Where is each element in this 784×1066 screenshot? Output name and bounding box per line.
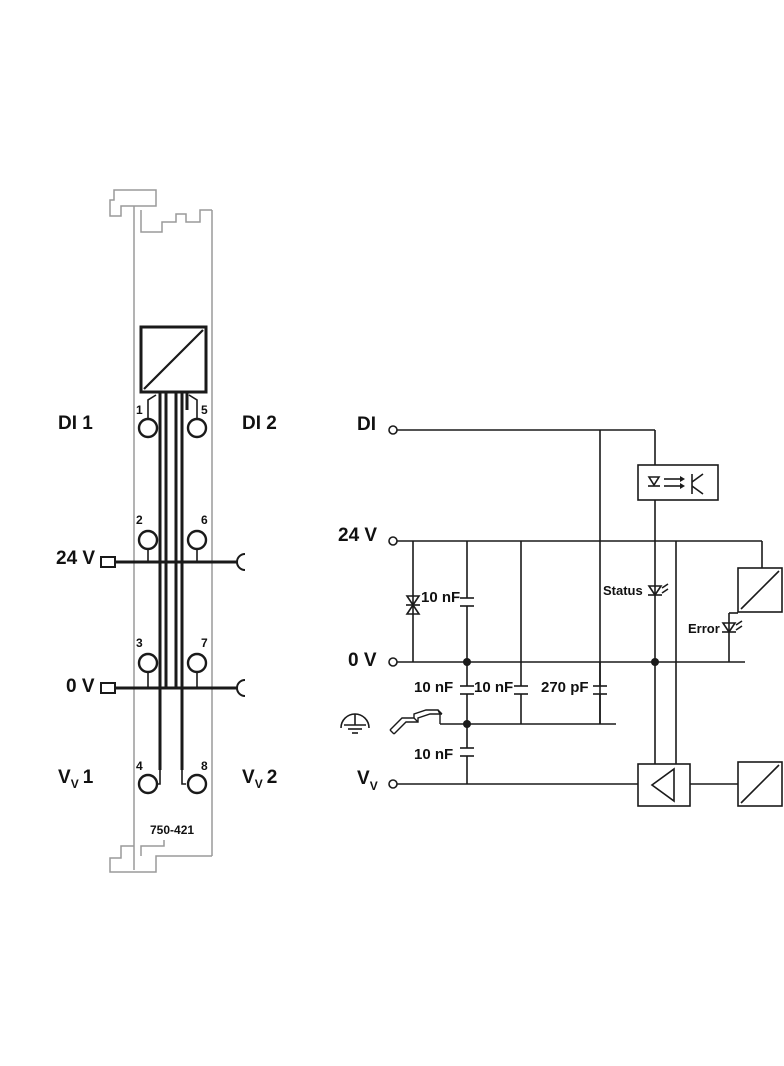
capacitors (460, 597, 607, 757)
capacitor-10nf-vv (460, 747, 474, 757)
module-terminals (100, 417, 246, 795)
label-c-vv: 10 nF (414, 746, 453, 763)
power-contact-0v-left (100, 682, 116, 694)
pin-label-6: 6 (201, 513, 208, 527)
terminal-3 (137, 652, 159, 674)
terminal-5 (186, 417, 208, 439)
pin-label-8: 8 (201, 759, 208, 773)
schematic-label-24v: 24 V (338, 525, 377, 546)
capacitor-10nf-24v (460, 597, 474, 607)
pin-label-3: 3 (136, 636, 143, 650)
input-terminal-vv (388, 779, 398, 789)
din-rail-icon (389, 709, 443, 735)
terminal-2 (137, 529, 159, 551)
suppressor-diode-icon (405, 595, 421, 615)
pin-label-4: 4 (136, 759, 143, 773)
schematic-label-di: DI (357, 414, 376, 435)
label-0v-left: 0 V (66, 676, 95, 697)
power-contact-24v-left (100, 556, 116, 568)
pin-label-1: 1 (136, 403, 143, 417)
module-pin-numbers: 1 5 2 6 3 7 4 8 (136, 403, 208, 773)
terminal-4 (137, 773, 159, 795)
capacitor-270pf (593, 662, 607, 695)
power-contact-0v-right (236, 679, 246, 697)
pin-label-5: 5 (201, 403, 208, 417)
input-terminal-di (388, 425, 398, 435)
amplifier-block-icon (637, 763, 691, 807)
label-di2: DI 2 (242, 413, 277, 434)
part-number: 750-421 (150, 823, 194, 837)
module-internal-wires (115, 392, 238, 785)
capacitor-10nf-0v-2 (514, 685, 528, 695)
schematic-label-vv: VV (357, 768, 378, 793)
error-led-icon (721, 620, 743, 634)
schematic-converter-top (737, 567, 783, 613)
terminal-6 (186, 529, 208, 551)
pin-label-2: 2 (136, 513, 143, 527)
junction-dots (463, 658, 659, 728)
module-converter-block (139, 325, 208, 394)
label-error-led: Error (688, 621, 720, 636)
power-contact-24v-right (236, 553, 246, 571)
label-24v-left: 24 V (56, 548, 95, 569)
optocoupler-icon (637, 464, 719, 501)
input-terminal-24v (388, 536, 398, 546)
input-terminal-0v (388, 657, 398, 667)
schematic-labels: DI 24 V 0 V VV 10 nF 10 nF 10 nF 270 pF … (338, 414, 720, 793)
schematic-label-0v: 0 V (348, 650, 377, 671)
schematic-converter-bottom (737, 761, 783, 807)
pin-label-7: 7 (201, 636, 208, 650)
status-led-icon (647, 583, 669, 597)
schematic-terminals (388, 425, 398, 789)
label-c-270: 270 pF (541, 679, 589, 696)
terminal-1 (137, 417, 159, 439)
ground-icon (340, 713, 370, 734)
terminal-7 (186, 652, 208, 674)
terminal-8 (186, 773, 208, 795)
module-housing (109, 189, 213, 873)
label-c-0v-1: 10 nF (414, 679, 453, 696)
label-di1: DI 1 (58, 413, 93, 434)
capacitor-10nf-0v-1 (460, 685, 474, 695)
label-c-zener: 10 nF (421, 589, 460, 606)
label-status-led: Status (603, 583, 643, 598)
label-c-0v-2: 10 nF (474, 679, 513, 696)
